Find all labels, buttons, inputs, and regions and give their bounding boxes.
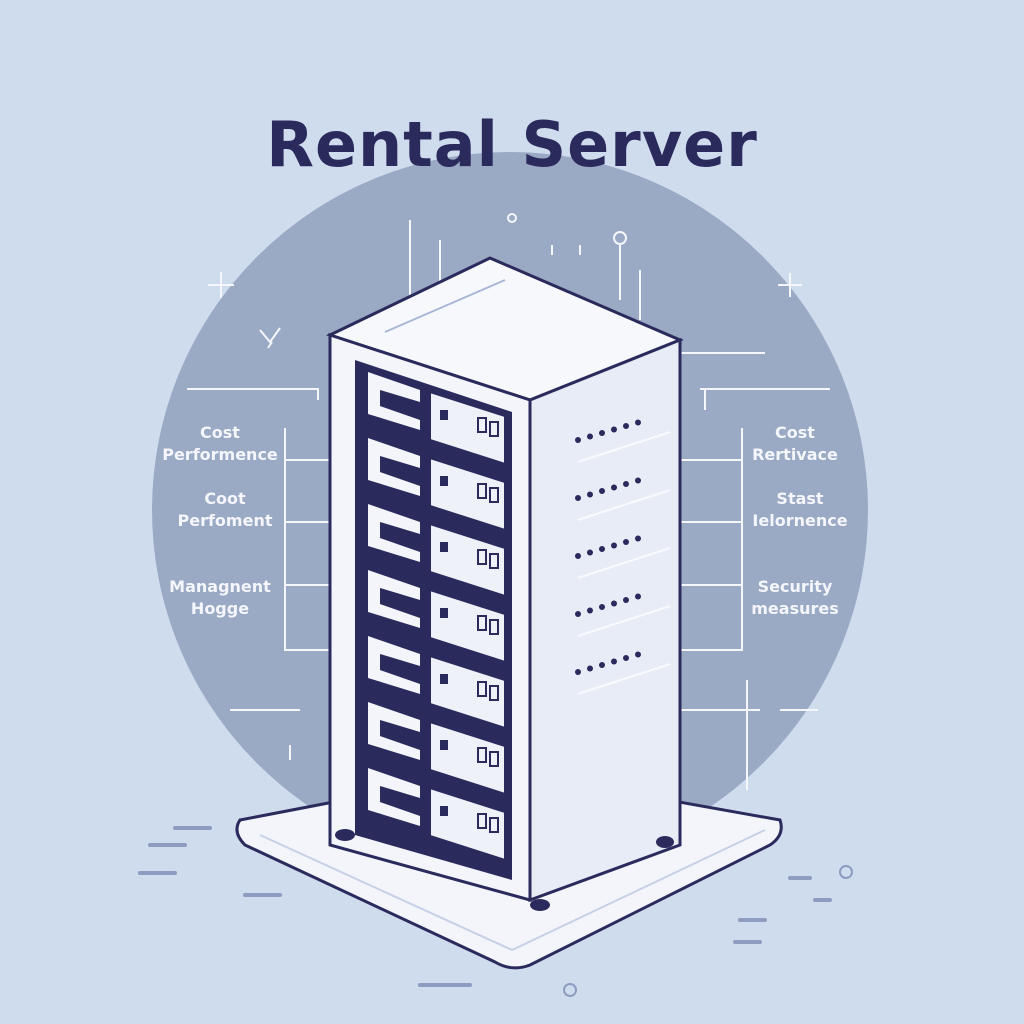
connector-lines — [187, 220, 830, 790]
page-title: Rental Server — [266, 108, 758, 181]
vent-hole — [599, 488, 605, 494]
vent-hole — [599, 430, 605, 436]
vent-hole — [611, 658, 617, 665]
vent-hole — [635, 419, 641, 426]
label-line: Managnent — [169, 577, 271, 596]
label-line: Coot — [204, 489, 246, 508]
vent-hole — [599, 662, 605, 668]
vent-hole — [635, 477, 641, 484]
rack-unit — [368, 570, 506, 664]
vent-hole — [575, 495, 581, 501]
vent-hole — [575, 553, 581, 559]
vent-hole — [587, 607, 593, 614]
vent-hole — [611, 600, 617, 607]
rack-unit — [368, 438, 506, 532]
vent-hole — [587, 491, 593, 498]
vent-hole — [623, 423, 629, 429]
vent-hole — [611, 426, 617, 433]
label-line: Stast — [776, 489, 824, 508]
panel-line — [577, 605, 671, 637]
panel-line — [577, 663, 671, 695]
panel-line — [577, 489, 671, 521]
vent-hole — [623, 539, 629, 545]
label-line: Rertivace — [752, 445, 838, 464]
vent-hole — [611, 484, 617, 491]
vent-hole — [575, 669, 581, 675]
vent-hole — [635, 651, 641, 658]
rack-unit — [368, 504, 506, 598]
rack-unit — [368, 702, 506, 796]
label-line: Hogge — [190, 599, 250, 618]
vent-hole — [623, 481, 629, 487]
panel-line — [577, 431, 671, 463]
vent-hole — [635, 535, 641, 542]
check-icon — [259, 327, 281, 349]
rack-unit — [368, 768, 506, 862]
vent-hole — [599, 546, 605, 552]
label-line: Cost — [775, 423, 815, 442]
label-line: Perfoment — [177, 511, 273, 530]
server-side — [528, 337, 682, 903]
vent-hole — [587, 665, 593, 672]
vent-hole — [611, 542, 617, 549]
vent-hole — [587, 433, 593, 440]
label-line: Ielornence — [752, 511, 848, 530]
rack-unit — [368, 636, 506, 730]
vent-hole — [635, 593, 641, 600]
label-right-3: Security measures — [740, 576, 850, 620]
vent-hole — [575, 611, 581, 617]
label-line: Cost — [200, 423, 240, 442]
vent-hole — [575, 437, 581, 443]
label-line: Performence — [162, 445, 278, 464]
label-line: measures — [751, 599, 839, 618]
vent-hole — [599, 604, 605, 610]
panel-line — [577, 547, 671, 579]
vent-hole — [623, 655, 629, 661]
label-line: Security — [757, 577, 833, 596]
rack-unit — [368, 372, 506, 466]
vent-hole — [587, 549, 593, 556]
vent-hole — [623, 597, 629, 603]
